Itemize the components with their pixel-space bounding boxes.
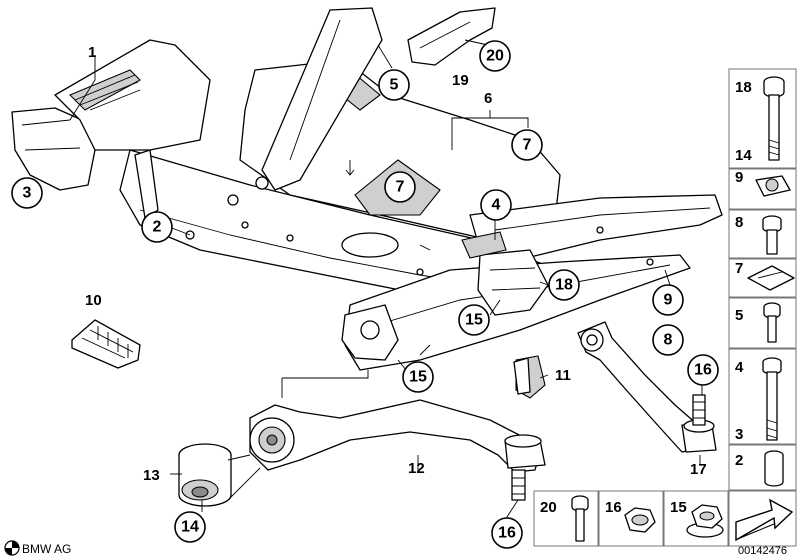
leader-lines xyxy=(69,39,703,521)
bolt-20-icon xyxy=(571,495,589,542)
svg-text:16: 16 xyxy=(694,362,712,379)
label-6: 6 xyxy=(484,90,492,107)
bottom-label-15: 15 xyxy=(670,499,687,516)
svg-text:15: 15 xyxy=(465,312,483,329)
callout-7: 7 xyxy=(511,129,543,161)
side-label-5: 5 xyxy=(735,307,743,324)
side-label-14: 14 xyxy=(735,147,752,164)
side-label-18: 18 xyxy=(735,79,752,96)
side-label-2: 2 xyxy=(735,452,743,469)
svg-text:20: 20 xyxy=(486,48,504,65)
svg-text:9: 9 xyxy=(664,292,673,309)
label-19: 19 xyxy=(452,72,469,89)
svg-text:7: 7 xyxy=(396,179,405,196)
label-11: 11 xyxy=(555,367,571,384)
callout-8: 8 xyxy=(652,324,684,356)
callout-2: 2 xyxy=(141,211,173,243)
callout-16-bottom: 16 xyxy=(491,517,523,549)
callout-18: 18 xyxy=(548,269,580,301)
bolt-8-icon xyxy=(762,215,782,255)
label-17: 17 xyxy=(690,461,707,478)
callout-7-panel: 7 xyxy=(384,171,416,203)
nut-15-icon xyxy=(686,504,724,538)
callout-15-upper: 15 xyxy=(458,304,490,336)
side-label-7: 7 xyxy=(735,260,743,277)
shield-20 xyxy=(407,7,496,66)
part-12-control-arm xyxy=(249,399,546,501)
svg-text:5: 5 xyxy=(390,77,399,94)
callout-16-right: 16 xyxy=(687,354,719,386)
svg-text:18: 18 xyxy=(555,277,573,294)
bottom-label-16: 16 xyxy=(605,499,622,516)
bmw-logo-icon xyxy=(4,540,20,556)
side-label-9: 9 xyxy=(735,169,743,186)
side-label-4: 4 xyxy=(735,359,744,376)
label-13: 13 xyxy=(143,467,160,484)
footer-code: 00142476 xyxy=(738,545,787,557)
side-label-3: 3 xyxy=(735,426,743,443)
sleeve-2-icon xyxy=(764,450,784,487)
front-axle-carrier xyxy=(11,7,723,371)
callout-9: 9 xyxy=(652,284,684,316)
clip-7-icon xyxy=(747,265,795,291)
nut-16-icon xyxy=(624,507,656,533)
footer-brand: BMW AG xyxy=(22,542,71,556)
label-1: 1 xyxy=(88,44,96,61)
bolt-5-icon xyxy=(763,302,781,343)
svg-text:2: 2 xyxy=(153,219,162,236)
forward-arrow-icon xyxy=(735,498,794,542)
bottom-label-20: 20 xyxy=(540,499,557,516)
label-10: 10 xyxy=(85,292,102,309)
side-label-8: 8 xyxy=(735,214,743,231)
callout-14: 14 xyxy=(174,511,206,543)
svg-text:14: 14 xyxy=(181,519,199,536)
part-13-bushing xyxy=(178,443,232,507)
svg-text:4: 4 xyxy=(492,197,501,214)
part-10 xyxy=(71,319,141,369)
clip-nut-9-icon xyxy=(755,175,791,197)
callout-4: 4 xyxy=(480,189,512,221)
svg-text:15: 15 xyxy=(409,369,427,386)
hardware-panel-side: 18 14 9 8 7 5 4 3 2 xyxy=(728,68,797,491)
callout-5: 5 xyxy=(378,69,410,101)
callout-3: 3 xyxy=(11,177,43,209)
svg-text:3: 3 xyxy=(23,185,32,202)
bolt-4-icon xyxy=(762,357,782,441)
callout-20: 20 xyxy=(479,40,511,72)
bolt-18-icon xyxy=(763,76,785,161)
hardware-panel-bottom: 20 16 15 xyxy=(533,490,797,547)
svg-text:16: 16 xyxy=(498,525,516,542)
svg-text:7: 7 xyxy=(523,137,532,154)
part-17-wishbone xyxy=(577,321,717,453)
callout-15-lower: 15 xyxy=(402,361,434,393)
label-12: 12 xyxy=(408,460,425,477)
part-11 xyxy=(513,355,546,399)
svg-text:8: 8 xyxy=(664,332,673,349)
